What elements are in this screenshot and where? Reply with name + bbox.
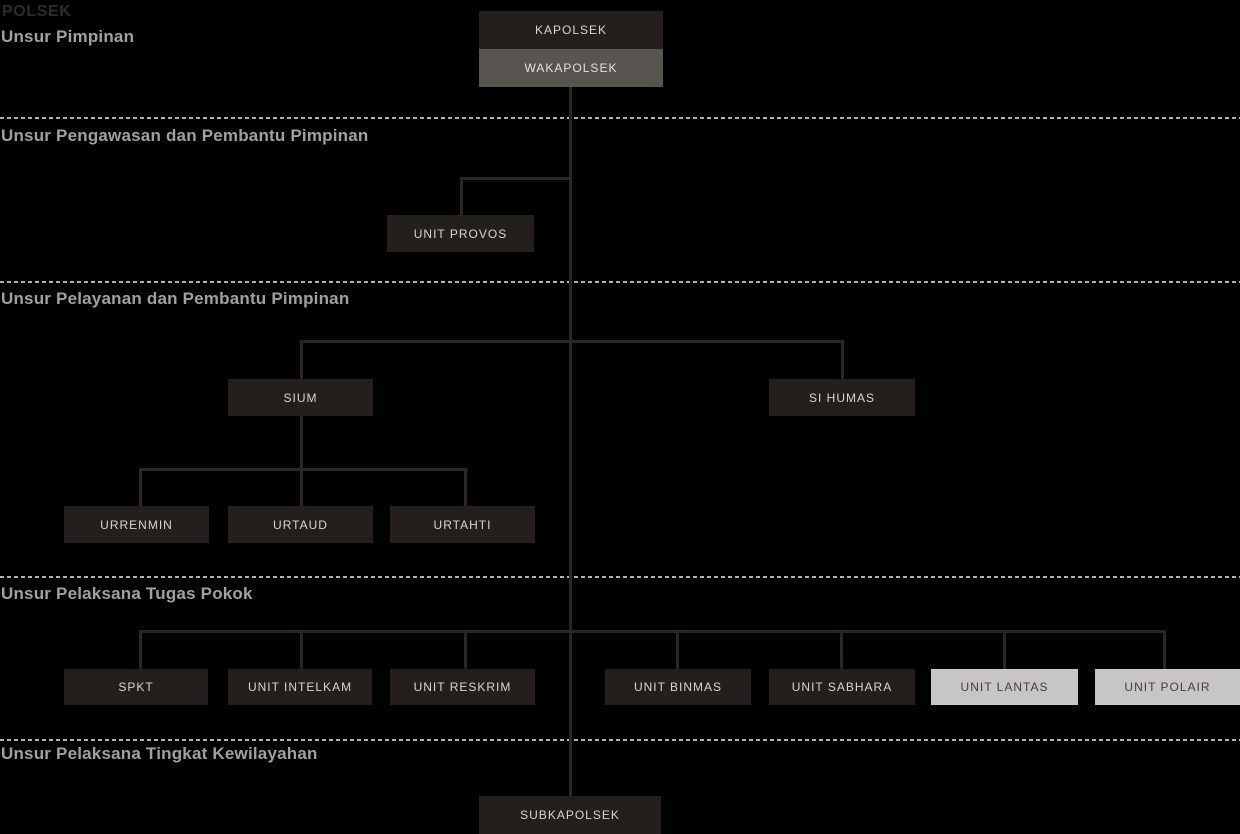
node-kapolsek: KAPOLSEK [479,11,663,49]
connector-provos-drop [460,177,463,215]
node-unit-polair: UNIT POLAIR [1095,669,1240,705]
connector-provos-horizontal [460,177,572,180]
connector-polair-drop [1163,630,1166,669]
node-unit-binmas: UNIT BINMAS [605,669,751,705]
node-wakapolsek: WAKAPOLSEK [479,49,663,87]
node-subkapolsek: SUBKAPOLSEK [479,796,661,834]
connector-lantas-drop [1003,630,1006,669]
section-label-unsur-pimpinan: Unsur Pimpinan [1,27,135,46]
page-title: POLSEK [2,3,72,20]
node-urrenmin: URRENMIN [64,506,209,543]
connector-reskrim-drop [464,630,467,669]
node-unit-lantas: UNIT LANTAS [931,669,1078,705]
connector-sihumas-drop [841,340,844,379]
connector-row4-horizontal [139,630,1166,633]
section-divider [0,576,1240,578]
section-divider [0,117,1240,119]
connector-urtahti-drop [464,468,467,506]
node-urtahti: URTAHTI [390,506,535,543]
section-divider [0,739,1240,741]
connector-sium-children-horizontal [139,468,468,471]
connector-urtaud-drop [300,468,303,506]
connector-intelkam-drop [300,630,303,669]
node-unit-sabhara: UNIT SABHARA [769,669,915,705]
section-label-unsur-pengawasan: Unsur Pengawasan dan Pembantu Pimpinan [1,126,369,145]
connector-spkt-drop [139,630,142,669]
node-unit-provos: UNIT PROVOS [387,215,534,252]
node-si-humas: SI HUMAS [769,379,915,416]
connector-binmas-drop [676,630,679,669]
section-divider [0,281,1240,283]
connector-urrenmin-drop [139,468,142,506]
connector-sium-drop [300,340,303,379]
node-urtaud: URTAUD [228,506,373,543]
connector-main-vertical [569,87,572,796]
section-label-unsur-pelayanan: Unsur Pelayanan dan Pembantu Pimpinan [1,289,350,308]
node-sium: SIUM [228,379,373,416]
connector-sabhara-drop [840,630,843,669]
connector-row3-horizontal [300,340,844,343]
connector-sium-down [300,416,303,468]
node-spkt: SPKT [64,669,208,705]
node-unit-reskrim: UNIT RESKRIM [390,669,535,705]
section-label-unsur-pelaksana-tugas-pokok: Unsur Pelaksana Tugas Pokok [1,584,253,603]
node-unit-intelkam: UNIT INTELKAM [228,669,372,705]
section-label-unsur-kewilayahan: Unsur Pelaksana Tingkat Kewilayahan [1,744,318,763]
